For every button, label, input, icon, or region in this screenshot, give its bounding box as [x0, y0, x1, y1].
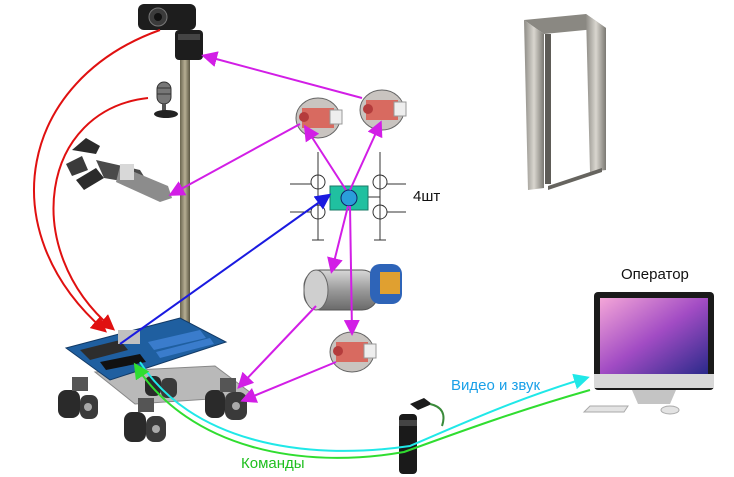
magenta-link-driver-servo2	[349, 120, 383, 191]
servo-motor-icon	[295, 97, 343, 139]
wheel	[58, 377, 98, 419]
metal-detector-gate-icon	[524, 14, 606, 190]
servo-count-label: 4шт	[413, 188, 441, 205]
monitor-icon	[582, 292, 714, 415]
wheel	[205, 378, 247, 420]
magenta-link-driver-servo1	[303, 124, 347, 191]
video-audio-label: Видео и звук	[451, 377, 541, 394]
robot-arm-icon	[66, 138, 172, 202]
magenta-link-driver-motor	[327, 205, 349, 274]
commands-label: Команды	[241, 455, 305, 472]
cyan-link-video	[139, 361, 590, 452]
magenta-link-servo-wheel	[240, 361, 337, 403]
camera-pole	[180, 52, 190, 352]
magenta-link-servo-arm	[168, 123, 301, 196]
magenta-link-driver-servo3	[343, 205, 360, 336]
red-link-camera	[33, 29, 161, 333]
wheeled-platform-icon	[58, 365, 257, 442]
green-link-commands	[133, 362, 591, 459]
h-bridge-schematic-icon	[290, 152, 406, 241]
magenta-link-motor-wheel	[237, 305, 317, 389]
blue-link-board-driver	[119, 193, 332, 345]
webcam-icon	[138, 4, 203, 60]
usb-modem-icon	[399, 398, 445, 474]
microphone-icon	[154, 81, 178, 118]
operator-label: Оператор	[621, 266, 689, 283]
magenta-link-servo-camera	[201, 51, 363, 99]
servo-motor-icon	[329, 331, 377, 373]
wheel	[124, 398, 166, 442]
dc-motor-icon	[303, 264, 402, 311]
servo-motor-icon	[359, 89, 407, 131]
red-link-microphone	[52, 97, 149, 331]
